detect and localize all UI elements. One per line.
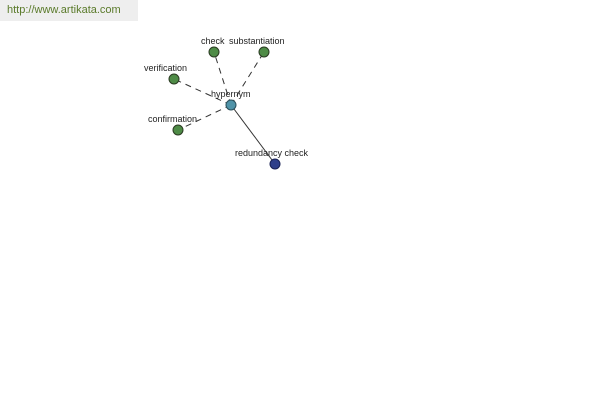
edge-check: [213, 51, 232, 106]
label-redundancy-check: redundancy check: [235, 148, 309, 158]
label-hypernym: hypernym: [211, 89, 251, 99]
label-check: check: [201, 36, 225, 46]
node-hypernym[interactable]: [225, 99, 237, 111]
edge-redundancy-check: [230, 104, 276, 165]
edge-confirmation: [177, 104, 232, 131]
node-check[interactable]: [208, 46, 220, 58]
label-verification: verification: [144, 63, 187, 73]
node-confirmation[interactable]: [172, 124, 184, 136]
node-substantiation[interactable]: [258, 46, 270, 58]
label-substantiation: substantiation: [229, 36, 285, 46]
label-confirmation: confirmation: [148, 114, 197, 124]
node-redundancy-check[interactable]: [269, 158, 281, 170]
node-verification[interactable]: [168, 73, 180, 85]
url-banner[interactable]: http://www.artikata.com: [0, 0, 138, 21]
